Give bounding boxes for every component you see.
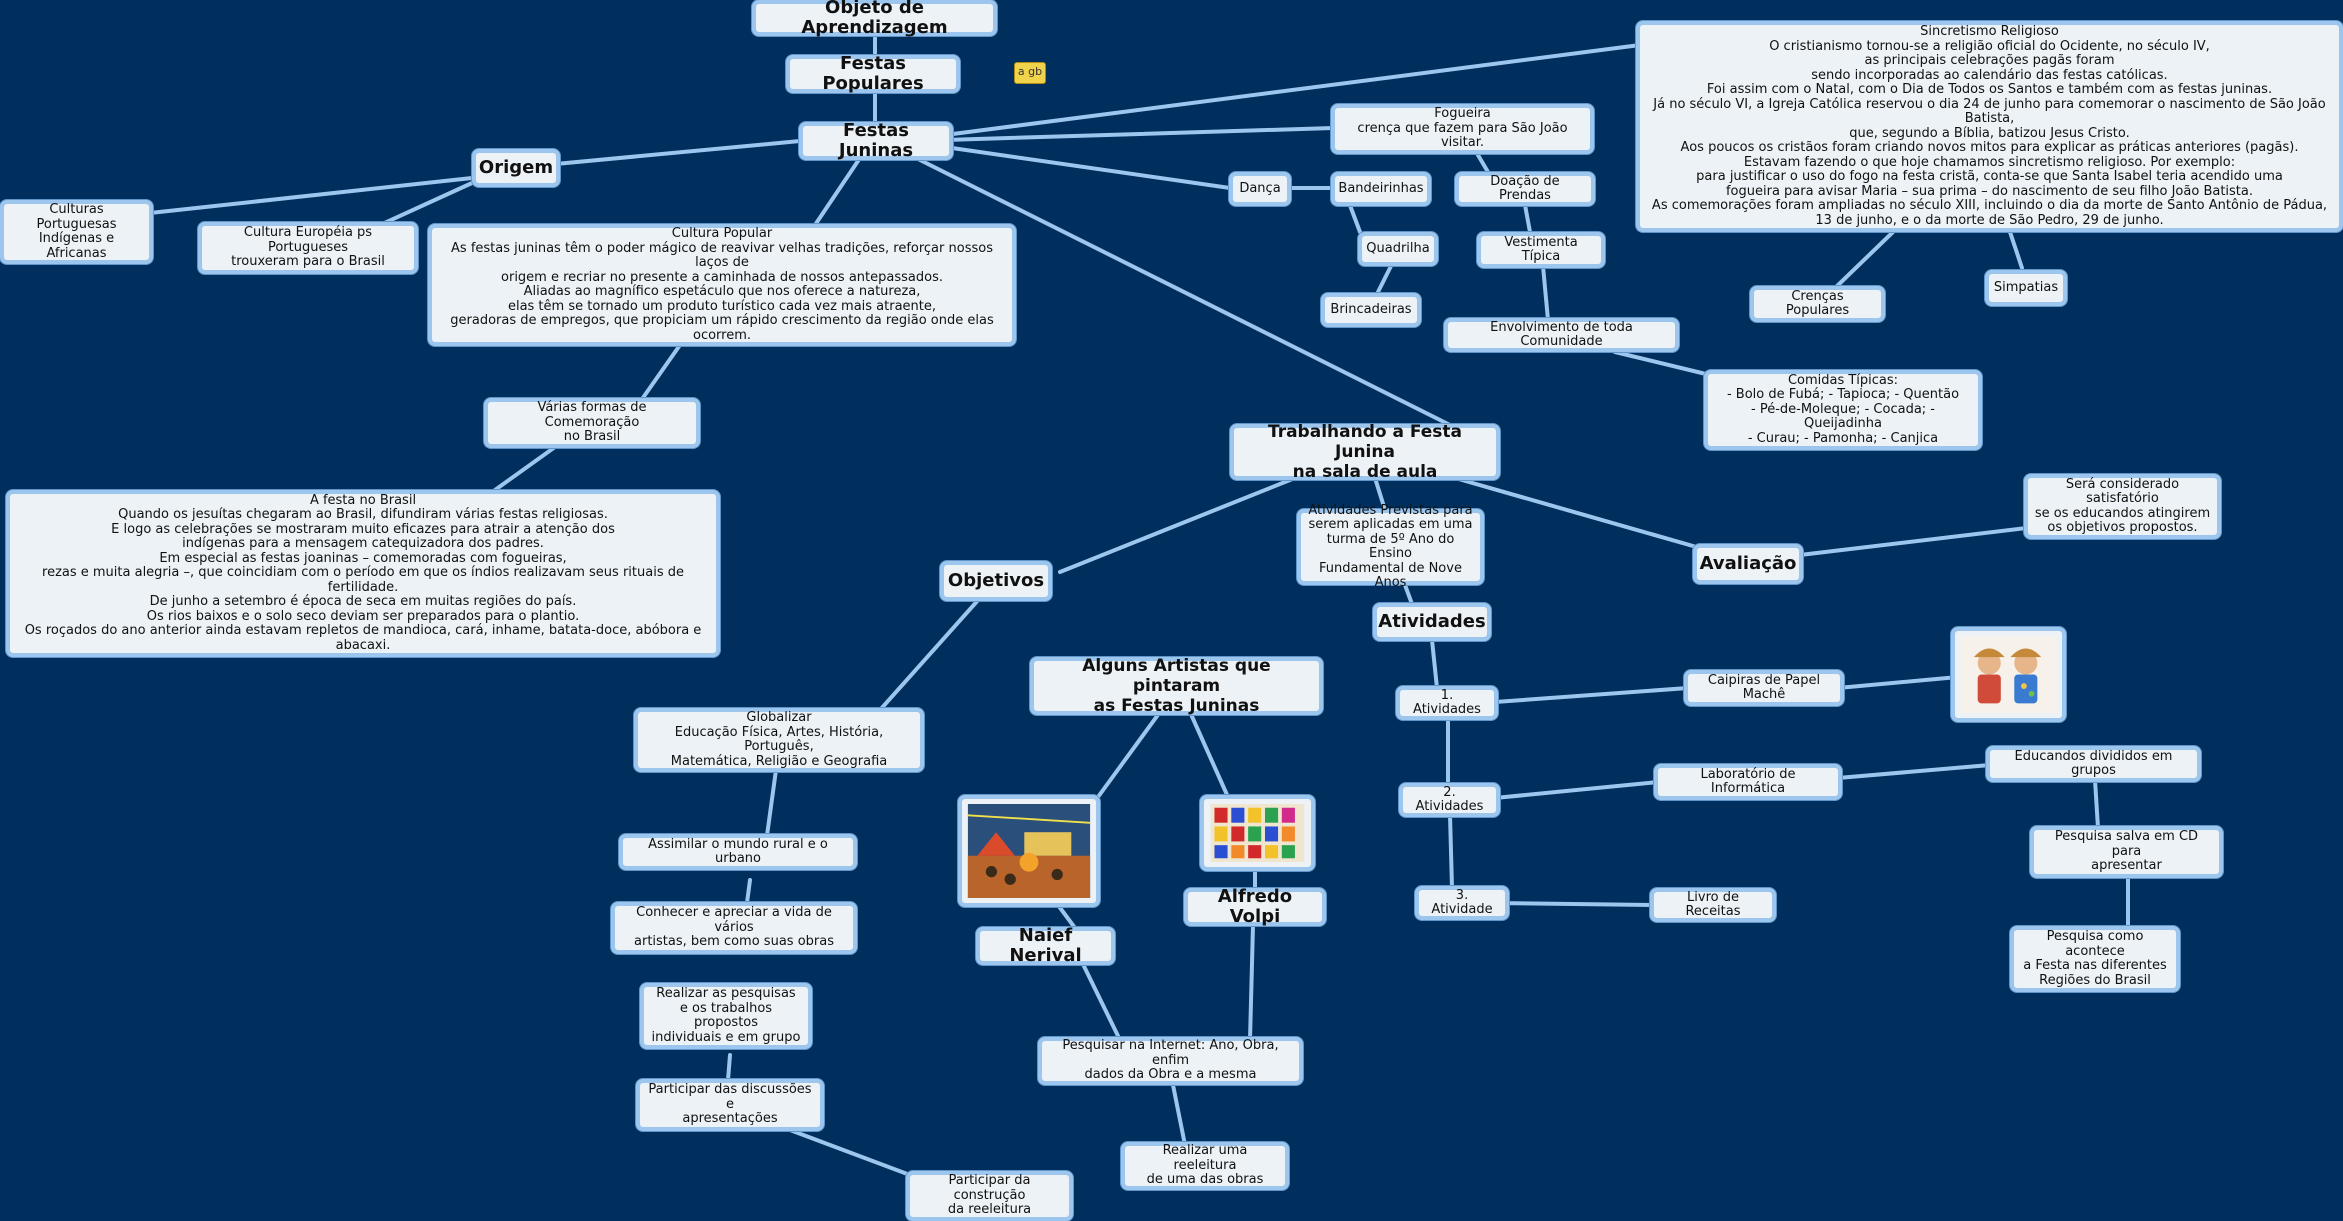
node-vestimenta[interactable]: Vestimenta Típica [1477,232,1605,268]
node-atividade-1[interactable]: 1. Atividades [1396,686,1498,720]
caipiras-image[interactable] [1951,627,2066,722]
node-sincretismo-religioso[interactable]: Sincretismo Religioso O cristianismo tor… [1636,21,2343,232]
volpi-painting-icon [1210,804,1305,862]
node-participar-discussoes[interactable]: Participar das discussões e apresentaçõe… [636,1079,824,1131]
node-alguns-artistas[interactable]: Alguns Artistas que pintaram as Festas J… [1030,656,1323,716]
node-cultura-popular[interactable]: Cultura Popular As festas juninas têm o … [428,224,1016,346]
node-atividades[interactable]: Atividades [1373,603,1491,641]
naief-painting-image[interactable] [958,795,1100,907]
node-cultura-europeia[interactable]: Cultura Européia ps Portugueses trouxera… [198,222,418,274]
node-objeto-aprendizagem[interactable]: Objeto de Aprendizagem [752,0,997,38]
node-comidas-tipicas[interactable]: Comidas Típicas: - Bolo de Fubá; - Tapio… [1704,370,1982,450]
node-festas-juninas[interactable]: Festas Juninas [799,121,953,161]
node-trabalhando-festa-junina[interactable]: Trabalhando a Festa Junina na sala de au… [1230,422,1500,482]
volpi-painting-image[interactable] [1200,795,1315,871]
node-simpatias[interactable]: Simpatias [1985,270,2067,306]
naief-painting-icon [967,804,1091,898]
node-doacao-prendas[interactable]: Doação de Prendas [1455,172,1595,206]
node-fogueira[interactable]: Fogueira crença que fazem para São João … [1331,104,1594,154]
node-realizar-reeleitura[interactable]: Realizar uma reeleitura de uma das obras [1121,1142,1289,1190]
caipiras-figures-icon [1960,636,2057,713]
node-festas-populares[interactable]: Festas Populares [786,54,960,94]
node-pesquisa-regioes[interactable]: Pesquisa como acontece a Festa nas difer… [2010,926,2180,992]
node-danca[interactable]: Dança [1229,172,1291,206]
node-conhecer-apreciar[interactable]: Conhecer e apreciar a vida de vários art… [611,902,857,954]
node-livro-receitas[interactable]: Livro de Receitas [1650,888,1776,922]
node-globalizar[interactable]: Globalizar Educação Física, Artes, Histó… [634,708,924,772]
node-objetivos[interactable]: Objetivos [940,561,1052,601]
node-bandeirinhas[interactable]: Bandeirinhas [1331,172,1431,206]
node-envolvimento[interactable]: Envolvimento de toda Comunidade [1444,318,1679,352]
node-pesquisa-cd[interactable]: Pesquisa salva em CD para apresentar [2030,826,2223,878]
node-satisfatorio[interactable]: Será considerado satisfatório se os educ… [2024,474,2221,539]
node-brincadeiras[interactable]: Brincadeiras [1321,293,1421,327]
node-atividade-2[interactable]: 2. Atividades [1399,783,1500,817]
note-icon[interactable]: a gb [1014,62,1046,84]
node-atividade-3[interactable]: 3. Atividade [1415,886,1509,920]
node-culturas[interactable]: Culturas Portuguesas Indígenas e African… [0,200,153,264]
node-alfredo-volpi[interactable]: Alfredo Volpi [1184,887,1326,927]
node-assimilar[interactable]: Assimilar o mundo rural e o urbano [619,834,857,870]
node-caipiras-papel-mache[interactable]: Caipiras de Papel Machê [1684,670,1844,706]
node-naief-nerival[interactable]: Naief Nerival [976,926,1115,966]
node-pesquisar-internet[interactable]: Pesquisar na Internet: Ano, Obra, enfim … [1038,1037,1303,1085]
node-avaliacao[interactable]: Avaliação [1693,544,1803,584]
node-varias-formas[interactable]: Várias formas de Comemoração no Brasil [484,398,700,448]
node-festa-no-brasil[interactable]: A festa no Brasil Quando os jesuítas che… [6,490,720,657]
node-atividades-previstas[interactable]: Atividades Previstas para serem aplicada… [1297,503,1484,590]
node-participar-construcao[interactable]: Participar da construção da reeleitura [906,1171,1073,1221]
node-educandos-grupos[interactable]: Educandos divididos em grupos [1986,746,2201,782]
node-quadrilha[interactable]: Quadrilha [1358,232,1438,266]
node-crencas-populares[interactable]: Crenças Populares [1750,286,1885,322]
node-realizar-pesquisas[interactable]: Realizar as pesquisas e os trabalhos pro… [640,983,812,1049]
node-laboratorio-informatica[interactable]: Laboratório de Informática [1654,764,1842,800]
node-origem[interactable]: Origem [472,149,560,187]
